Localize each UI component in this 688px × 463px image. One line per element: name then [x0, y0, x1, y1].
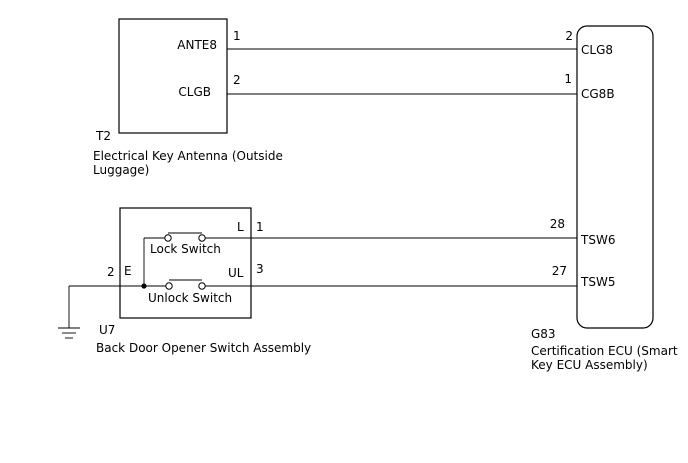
u7-id: U7 — [99, 323, 115, 337]
lock-switch-label: Lock Switch — [150, 242, 221, 256]
t2-name-line2: Luggage) — [93, 163, 149, 177]
g83-id: G83 — [531, 327, 556, 341]
component-u7: Lock Switch Unlock Switch L UL E 1 3 2 U… — [96, 207, 311, 355]
t2-pin-ante8-number: 1 — [233, 29, 241, 43]
component-g83: CLG8 CG8B TSW6 TSW5 2 1 28 27 G83 Certif… — [531, 25, 678, 372]
g83-pin-clg8-number: 2 — [565, 29, 573, 43]
unlock-switch-contact-left — [165, 282, 173, 290]
u7-pin-l-number: 1 — [256, 220, 264, 234]
g83-pin-tsw6-number: 28 — [550, 217, 565, 231]
u7-pin-ul-label: UL — [228, 266, 244, 280]
u7-pin-ul-number: 3 — [256, 262, 264, 276]
g83-pin-clg8-label: CLG8 — [581, 43, 613, 57]
g83-pin-cg8b-number: 1 — [564, 72, 572, 86]
t2-pin-clgb-label: CLGB — [178, 85, 211, 99]
component-t2: ANTE8 CLGB 1 2 T2 Electrical Key Antenna… — [93, 18, 283, 177]
unlock-switch-label: Unlock Switch — [148, 291, 232, 305]
t2-name-line1: Electrical Key Antenna (Outside — [93, 149, 283, 163]
u7-pin-e-number: 2 — [107, 265, 115, 279]
u7-junction-dot — [141, 283, 147, 289]
u7-name: Back Door Opener Switch Assembly — [96, 341, 311, 355]
ground-symbol — [58, 285, 120, 339]
t2-pin-ante8-label: ANTE8 — [177, 38, 217, 52]
g83-pin-cg8b-label: CG8B — [581, 87, 615, 101]
t2-pin-clgb-number: 2 — [233, 73, 241, 87]
wires — [227, 48, 577, 287]
t2-id: T2 — [95, 129, 111, 143]
unlock-switch-contact-right — [198, 282, 206, 290]
lock-switch-contact-left — [164, 234, 172, 242]
g83-name-line1: Certification ECU (Smart — [531, 344, 678, 358]
u7-pin-e-label: E — [124, 264, 132, 278]
g83-box — [576, 25, 654, 329]
t2-box — [118, 18, 228, 134]
g83-pin-tsw6-label: TSW6 — [580, 233, 615, 247]
lock-switch-contact-right — [198, 234, 206, 242]
g83-pin-tsw5-label: TSW5 — [580, 275, 615, 289]
u7-box — [119, 207, 252, 319]
g83-name-line2: Key ECU Assembly) — [531, 358, 648, 372]
u7-pin-l-label: L — [237, 220, 244, 234]
g83-pin-tsw5-number: 27 — [552, 264, 567, 278]
